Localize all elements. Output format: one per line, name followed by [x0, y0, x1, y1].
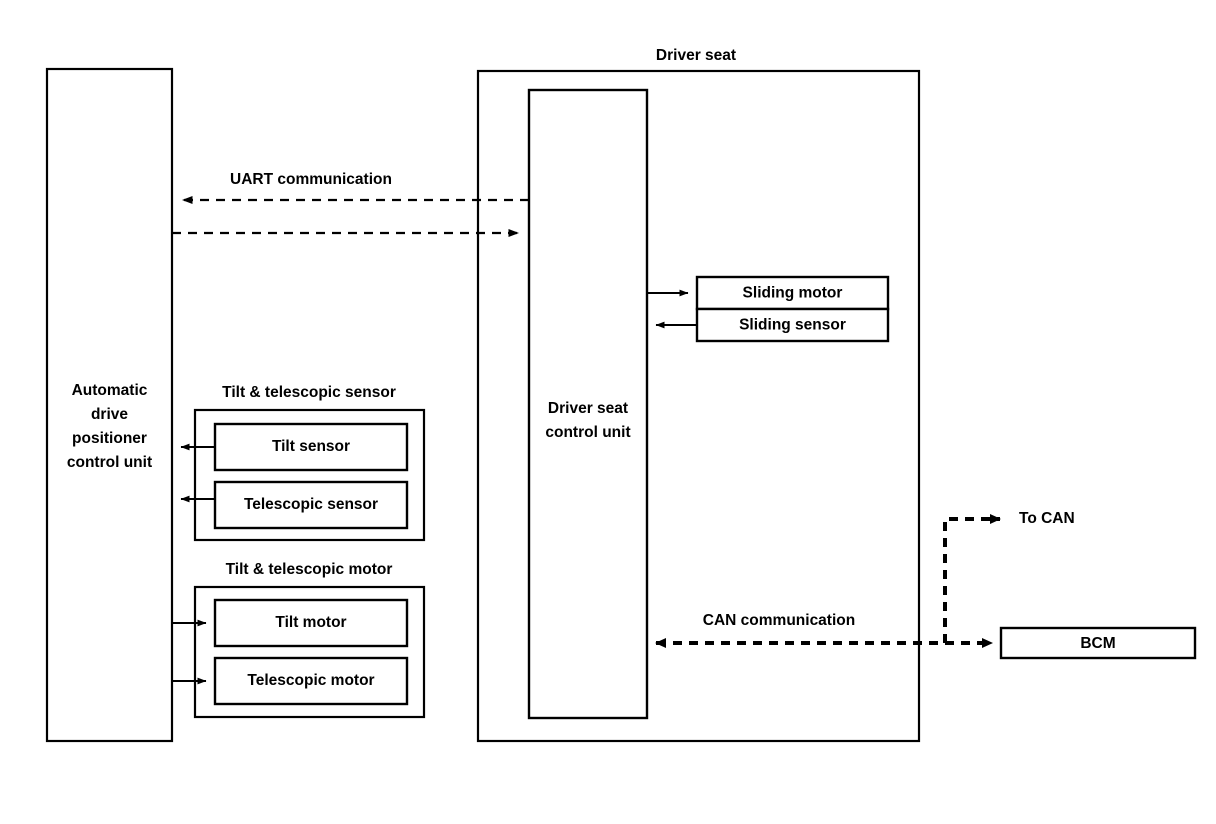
sliding-motor-label: Sliding motor	[743, 285, 843, 302]
bcm-label: BCM	[1080, 635, 1115, 652]
to-can-branch	[943, 514, 1001, 643]
dscu-label-line-1: Driver seat	[548, 400, 628, 417]
sliding-sensor-label: Sliding sensor	[739, 317, 846, 334]
uart-communication-label: UART communication	[230, 171, 392, 188]
adp-label-line-1: Automatic	[72, 382, 148, 399]
adp-label-line-4: control unit	[67, 454, 152, 471]
tilt-sensor-label: Tilt sensor	[272, 438, 350, 455]
telescopic-motor-label: Telescopic motor	[247, 672, 374, 689]
to-can-label: To CAN	[1019, 510, 1075, 527]
can-communication-label: CAN communication	[703, 612, 855, 629]
tilt-telescopic-motor-group-label: Tilt & telescopic motor	[226, 561, 393, 578]
tilt-motor-label: Tilt motor	[275, 614, 346, 631]
tilt-motor-box	[213, 598, 409, 648]
dscu-label-line-2: control unit	[545, 424, 630, 441]
telescopic-sensor-label: Telescopic sensor	[244, 496, 378, 513]
adp-label-line-2: drive	[91, 406, 128, 423]
tilt-telescopic-sensor-group-label: Tilt & telescopic sensor	[222, 384, 396, 401]
telescopic-sensor-box	[213, 480, 409, 530]
telescopic-motor-box	[213, 656, 409, 706]
sliding-sensor-box	[695, 307, 890, 343]
driver-seat-control-unit-box	[527, 88, 649, 720]
tilt-sensor-box	[213, 422, 409, 472]
bcm-box	[999, 626, 1197, 660]
driver-seat-title: Driver seat	[656, 47, 736, 64]
automatic-drive-positioner-control-unit-box	[45, 67, 174, 743]
adp-label-line-3: positioner	[72, 430, 147, 447]
